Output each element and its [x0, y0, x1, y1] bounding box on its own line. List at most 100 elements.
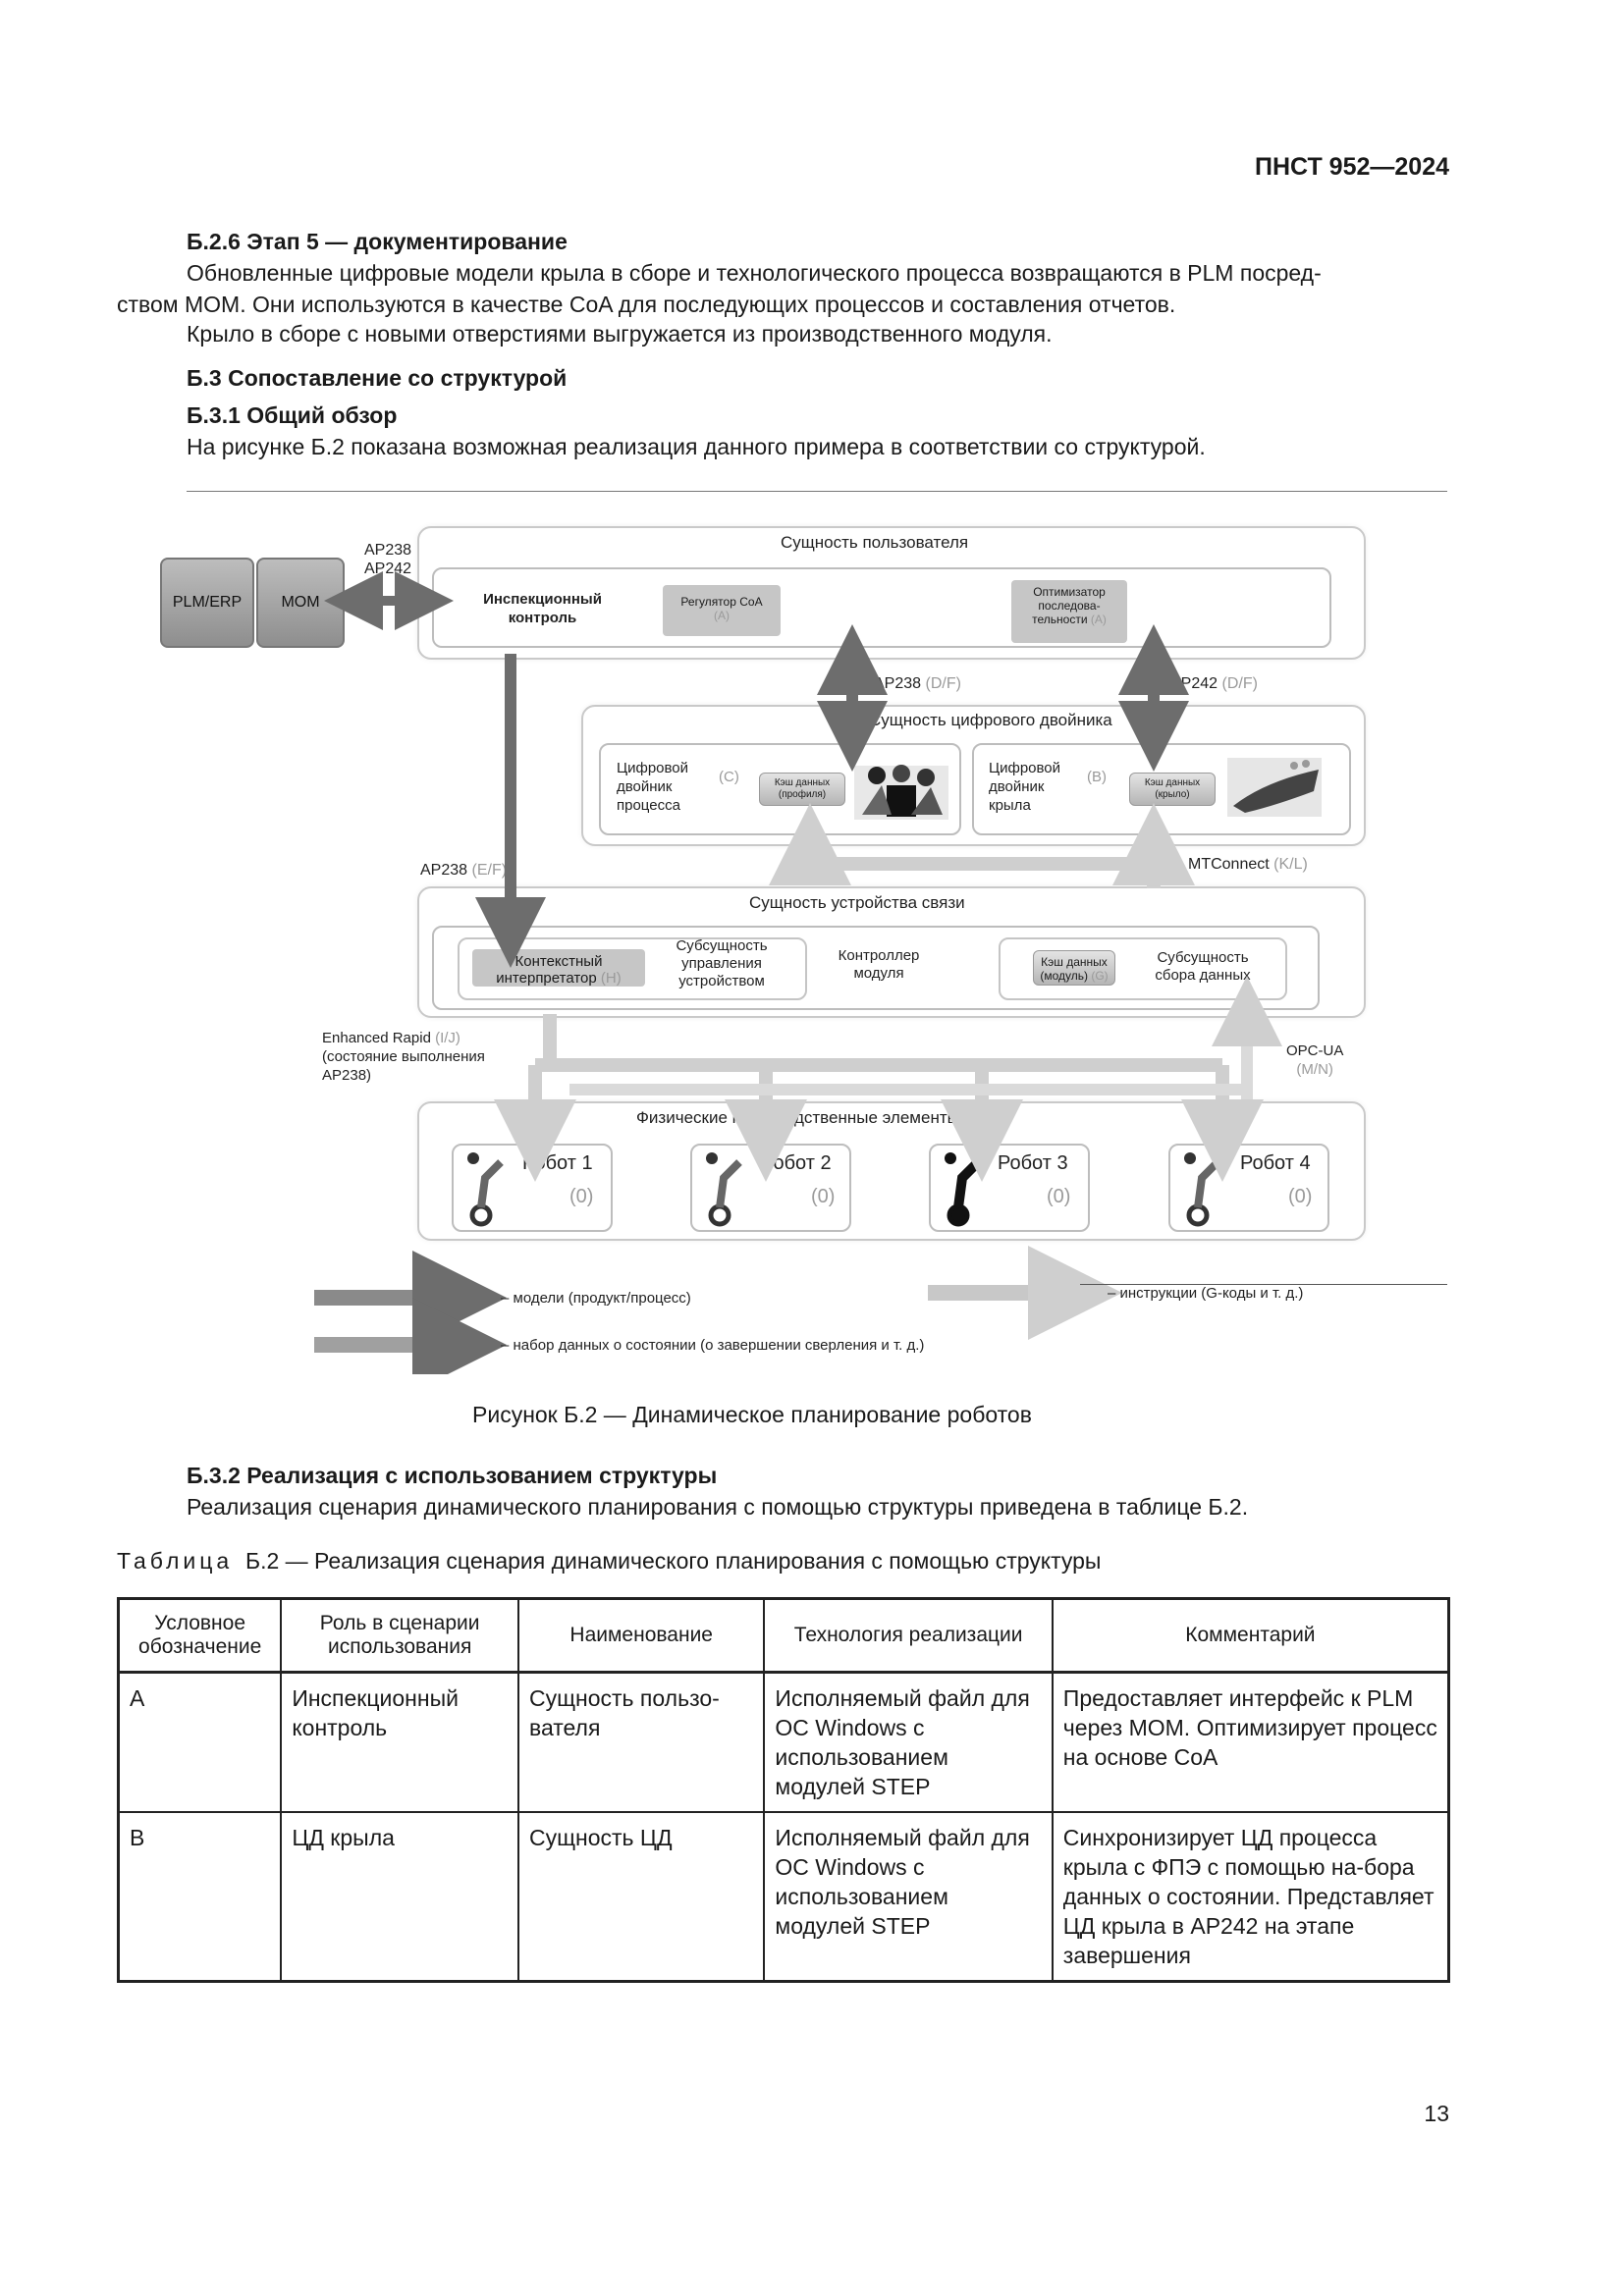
robot-arm-icon [911, 787, 943, 815]
context-interpreter-tag: (H) [600, 970, 622, 987]
robot-joint-icon [893, 765, 910, 782]
section-heading-b3: Б.3 Сопоставление со структурой [187, 365, 568, 391]
robot-1-tag: (0) [569, 1186, 594, 1207]
module-cache-tag: (G) [1091, 969, 1109, 983]
profile-cache-line: Кэш данных [774, 777, 831, 788]
robot-cell-image [854, 765, 948, 820]
wing-twin-label: Цифровой двойник крыла [989, 759, 1060, 815]
table-cell: A [117, 1671, 283, 1813]
table-cell: Инспекционный контроль [280, 1671, 519, 1813]
section-heading-b31: Б.3.1 Общий обзор [187, 402, 398, 428]
figure-caption: Рисунок Б.2 — Динамическое планирование … [472, 1402, 1032, 1427]
table-cell: Сущность ЦД [516, 1811, 766, 1983]
legend-models: – модели (продукт/процесс) [501, 1290, 691, 1307]
figure-top-rule [187, 491, 1447, 492]
module-cache-line: (модуль) [1040, 969, 1088, 983]
diagram-arrows [314, 571, 1282, 1374]
table-header-cell: Роль в сценарии использования [280, 1597, 519, 1674]
subctl-line: управления [681, 955, 762, 972]
table-header-cell: Комментарий [1051, 1597, 1450, 1674]
table-cell: ЦД крыла [280, 1811, 519, 1983]
paragraph-line: Реализация сценария динамического планир… [187, 1494, 1249, 1520]
process-twin-line: двойник [617, 778, 673, 795]
table-cell: Исполняемый файл для ОС Windows с исполь… [763, 1671, 1054, 1813]
wing-data-cache: Кэш данных (крыло) [1129, 773, 1216, 806]
process-twin-tag: (C) [719, 769, 739, 785]
table-row: B ЦД крыла Сущность ЦД Исполняемый файл … [117, 1811, 1450, 1983]
enhanced-rapid-line: Enhanced Rapid [322, 1030, 431, 1046]
inspection-line: Инспекционный [483, 591, 602, 608]
implementation-table: Условное обозначение Роль в сценарии исп… [117, 1597, 1450, 1983]
opcua-tag: (M/N) [1296, 1061, 1333, 1078]
ap238-label: AP238 [364, 542, 412, 559]
legend-instructions: – инструкции (G-коды и т. д.) [1108, 1285, 1304, 1302]
coa-regulator-block: Регулятор CoA (A) [663, 585, 781, 636]
modctl-line: модуля [853, 965, 904, 982]
robot-4-tag: (0) [1288, 1186, 1313, 1207]
wing-cache-line: (крыло) [1155, 789, 1190, 800]
digital-twin-entity-title: Сущность цифрового двойника [869, 711, 1112, 729]
wing-twin-line: крыла [989, 797, 1031, 814]
plm-erp-block: PLM/ERP [160, 558, 254, 648]
ap238-df-tag: (D/F) [925, 675, 961, 692]
table-cell: Исполняемый файл для ОС Windows с исполь… [763, 1811, 1054, 1983]
table-cell: Предоставляет интерфейс к PLM через МОМ.… [1051, 1671, 1450, 1813]
device-control-subentity-label: Субсущность управления устройством [658, 937, 785, 990]
user-entity-title: Сущность пользователя [781, 533, 969, 552]
process-twin-line: Цифровой [617, 760, 689, 776]
robot-2-tag: (0) [811, 1186, 836, 1207]
page-number: 13 [1424, 2101, 1449, 2126]
ap242-df-tag: (D/F) [1221, 675, 1258, 692]
profile-cache-line: (профиля) [778, 789, 827, 800]
module-controller-label: Контроллер модуля [815, 947, 943, 983]
modctl-line: Контроллер [838, 947, 920, 964]
robot-3-tag: (0) [1047, 1186, 1071, 1207]
robot-joint-icon [917, 769, 935, 786]
coa-regulator-label: Регулятор CoA [680, 595, 763, 609]
table-caption-lead: Таблица [117, 1548, 234, 1574]
process-twin-line: процесса [617, 797, 680, 814]
hole-icon [1290, 762, 1298, 770]
robot-arm-icon [862, 785, 892, 815]
enhanced-rapid-line: AP238) [322, 1067, 372, 1084]
optimizer-line: последова- [1038, 599, 1101, 613]
ap238-ef-tag: (E/F) [471, 862, 508, 879]
mtconnect-tag: (K/L) [1273, 856, 1308, 873]
context-interpreter-line: интерпретатор [496, 970, 597, 987]
subctl-line: Субсущность [676, 937, 768, 954]
paragraph-line: На рисунке Б.2 показана возможная реализ… [187, 434, 1206, 459]
paragraph-line: ством МОМ. Они используются в качестве C… [117, 292, 1176, 317]
inspection-control-label: Инспекционный контроль [476, 590, 609, 627]
sequence-optimizer-block: Оптимизатор последова- тельности (A) [1011, 580, 1127, 643]
table-row: A Инспекционный контроль Сущность пользо… [117, 1671, 1450, 1813]
table-header-cell: Технология реализации [763, 1597, 1054, 1674]
document-id: ПНСТ 952—2024 [1255, 153, 1449, 181]
wing-twin-line: Цифровой [989, 760, 1061, 776]
hole-icon [1302, 760, 1310, 768]
optimizer-line: тельности [1032, 613, 1088, 626]
subctl-line: устройством [678, 973, 765, 989]
robot-body-icon [887, 785, 916, 817]
comm-device-entity-title: Сущность устройства связи [749, 893, 965, 912]
ap238-ef-label: AP238 (E/F) [420, 861, 507, 880]
paragraph-line: Обновленные цифровые модели крыла в сбор… [187, 260, 1322, 286]
wing-image [1227, 758, 1322, 817]
context-interpreter-block: Контекстный интерпретатор (H) [472, 949, 645, 987]
wing-twin-tag: (B) [1087, 769, 1107, 785]
legend-state-data: – набор данных о состоянии (о завершении… [501, 1337, 925, 1354]
enhanced-rapid-label: Enhanced Rapid (I/J) (состояние выполнен… [322, 1029, 485, 1085]
wing-twin-line: двойник [989, 778, 1045, 795]
optimizer-line: Оптимизатор [1033, 585, 1106, 599]
table-caption: Таблица Б.2 — Реализация сценария динами… [117, 1548, 1101, 1575]
enhanced-rapid-tag: (I/J) [435, 1030, 460, 1046]
wing-cache-line: Кэш данных [1144, 777, 1201, 788]
process-twin-label: Цифровой двойник процесса [617, 759, 688, 815]
table-header-row: Условное обозначение Роль в сценарии исп… [117, 1597, 1450, 1674]
opcua-label: OPC-UA (M/N) [1286, 1041, 1343, 1079]
wing-shape-icon [1233, 770, 1319, 813]
paragraph-line: Крыло в сборе с новыми отверстиями выгру… [187, 321, 1053, 347]
table-header-cell: Условное обозначение [117, 1597, 283, 1674]
profile-data-cache: Кэш данных (профиля) [759, 773, 845, 806]
table-header-cell: Наименование [516, 1597, 766, 1674]
legend-rule [1080, 1284, 1447, 1285]
